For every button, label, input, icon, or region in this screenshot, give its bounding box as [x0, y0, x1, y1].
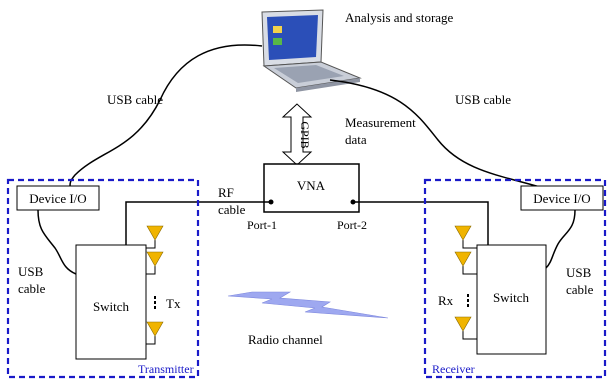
rf-cable-label-line1: RF [218, 185, 234, 200]
vna-box [263, 163, 360, 213]
switch-tx-label: Switch [93, 299, 130, 314]
device-io-left-label: Device I/O [29, 191, 86, 206]
transmitter-label: Transmitter [138, 362, 194, 376]
usb-cable-left [69, 44, 263, 187]
switch-tx-box [75, 244, 147, 360]
vna-label: VNA [297, 178, 326, 193]
rf-cable-label-line2: cable [218, 202, 246, 217]
measurement-label-line2: data [345, 132, 367, 147]
usb-cable-right-label: USB cable [455, 92, 511, 107]
usb-rx-label-line2: cable [566, 282, 594, 297]
rf-cable-tx [125, 201, 271, 245]
usb-cable-tx-switch [37, 209, 77, 275]
usb-cable-left-label: USB cable [107, 92, 163, 107]
usb-cable-rx-switch [545, 209, 576, 269]
receiver-box [423, 178, 607, 379]
tx-antenna-wires [146, 240, 156, 345]
receiver-label: Receiver [432, 362, 475, 376]
switch-rx-label: Switch [493, 290, 530, 305]
port1-label: Port-1 [247, 218, 277, 232]
usb-tx-label-line2: cable [18, 281, 46, 296]
device-io-right-box [520, 185, 604, 211]
usb-rx-label-line1: USB [566, 265, 592, 280]
usb-tx-label-line1: USB [18, 264, 44, 279]
rx-label: Rx [438, 293, 454, 308]
rx-antenna-ellipsis [467, 294, 469, 307]
device-io-left-box [16, 185, 100, 211]
tx-antenna-ellipsis [154, 296, 156, 309]
antenna-icon [454, 225, 472, 332]
rx-antenna-wires [462, 240, 477, 340]
port2-label: Port-2 [337, 218, 367, 232]
tx-label: Tx [166, 296, 181, 311]
usb-cable-right [329, 79, 541, 188]
lightning-icon [227, 291, 389, 319]
rf-cable-rx [353, 201, 489, 245]
device-io-right-label: Device I/O [533, 191, 590, 206]
switch-rx-box [476, 244, 547, 355]
gpib-label: GPIB [298, 121, 312, 148]
radio-channel-label: Radio channel [248, 332, 323, 347]
transmitter-box [6, 178, 200, 379]
antenna-icon [146, 225, 164, 337]
analysis-storage-label: Analysis and storage [345, 10, 454, 25]
measurement-label-line1: Measurement [345, 115, 416, 130]
